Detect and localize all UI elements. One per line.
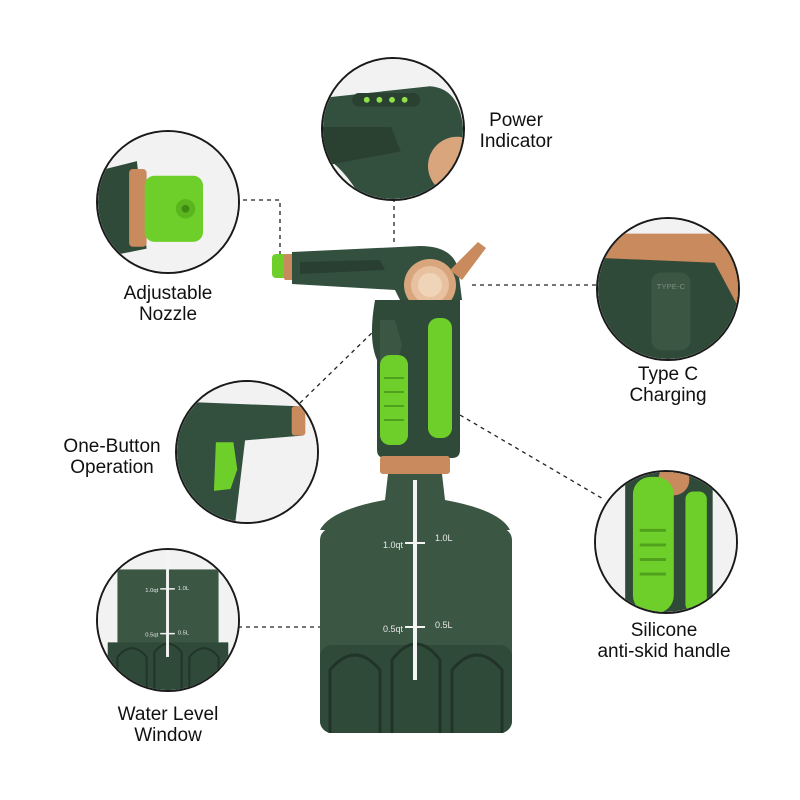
window-mark-left-low: 0.5qt <box>145 633 158 639</box>
bottle-base <box>320 645 512 733</box>
label-silicone-handle: Silicone anti-skid handle <box>597 620 731 662</box>
callout-silicone-handle <box>594 470 738 614</box>
indicator-led-4 <box>401 96 408 103</box>
charging-port-cover <box>651 272 691 351</box>
indicator-led-1 <box>363 96 370 103</box>
callout-water-level-window: 1.0qt 1.0L 0.5qt 0.5L <box>96 548 240 692</box>
nozzle-copper-ring <box>284 254 294 280</box>
front-grip <box>380 355 408 445</box>
label-power-indicator: Power Indicator <box>479 110 553 152</box>
indicator-led-3 <box>389 96 395 103</box>
leader-one-button <box>299 324 381 404</box>
label-one-button-operation: One-Button Operation <box>63 436 161 478</box>
label-water-level-window: Water Level Window <box>117 704 219 746</box>
bottle-collar <box>380 456 450 474</box>
callout-type-c-charging: TYPE-C <box>596 217 740 361</box>
mark-left-low: 0.5qt <box>383 624 404 634</box>
indicator-panel <box>352 93 421 107</box>
window-mark-right-low: 0.5L <box>178 631 190 637</box>
silicone-grip-rear <box>685 491 707 612</box>
dial-lever <box>450 242 486 280</box>
nozzle-head <box>144 175 203 242</box>
label-adjustable-nozzle: Adjustable Nozzle <box>123 283 213 325</box>
callout-adjustable-nozzle <box>96 130 240 274</box>
leader-nozzle <box>243 199 281 255</box>
charging-port-label: TYPE-C <box>657 282 686 291</box>
trigger-button <box>213 442 238 491</box>
callout-power-indicator <box>321 57 465 201</box>
rear-grip <box>428 318 452 438</box>
mark-right-low: 0.5L <box>435 620 453 630</box>
label-type-c-charging: Type C Charging <box>629 364 707 406</box>
water-level-window <box>413 480 417 680</box>
window-mark-right-high: 1.0L <box>178 586 190 592</box>
window-mark-left-high: 1.0qt <box>145 588 158 594</box>
mark-right-high: 1.0L <box>435 533 453 543</box>
callout-one-button-operation <box>175 380 319 524</box>
mark-left-high: 1.0qt <box>383 540 404 550</box>
indicator-led-2 <box>376 96 383 103</box>
